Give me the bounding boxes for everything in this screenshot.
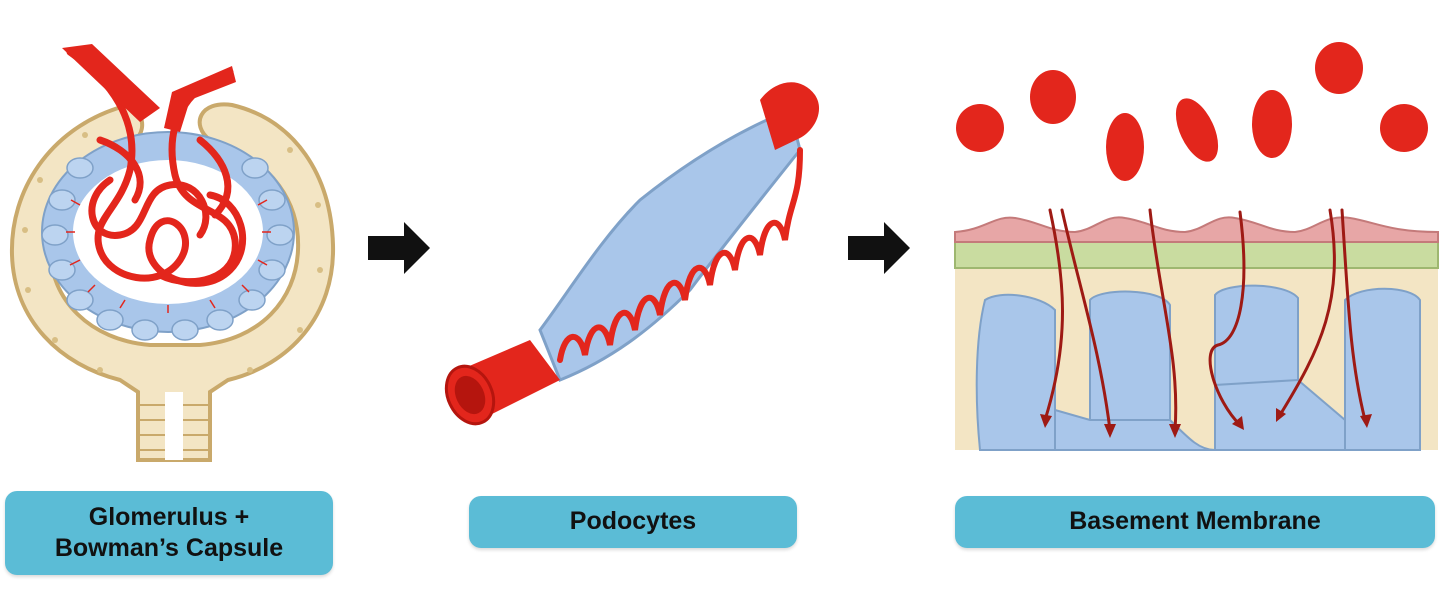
vessel-lumen (454, 375, 486, 415)
label-podocytes: Podocytes (469, 496, 797, 548)
vessel-end (760, 82, 820, 150)
basement-membrane-illustration (954, 42, 1439, 452)
label-line: Podocytes (569, 507, 697, 536)
red-blood-cell (1106, 113, 1144, 181)
label-line: Bowman’s Capsule (54, 534, 284, 562)
filtration-spikes (66, 199, 271, 313)
capsule-cells (22, 132, 323, 373)
podocyte-feet (975, 284, 1421, 452)
filtration-arrowheads (1040, 408, 1372, 438)
red-blood-cell (1252, 90, 1292, 158)
red-blood-cells (956, 42, 1428, 181)
right-arrow-icon (368, 222, 430, 274)
glomerulus-illustration (9, 44, 336, 462)
filtration-paths (1043, 208, 1367, 432)
tubule-lumen (165, 392, 183, 460)
label-basement-membrane: Basement Membrane (955, 496, 1435, 548)
red-blood-cell (1175, 98, 1219, 162)
efferent-arteriole (164, 66, 236, 132)
label-glomerulus-bowmans-capsule: Glomerulus + Bowman’s Capsule (5, 491, 333, 575)
red-blood-cell (1315, 42, 1363, 94)
afferent-arteriole (62, 44, 160, 122)
right-arrow-icon (848, 222, 910, 274)
red-blood-cell (1380, 104, 1428, 152)
label-line: Glomerulus + (88, 502, 250, 531)
label-line: Basement Membrane (1069, 507, 1321, 536)
capillary-coil (557, 147, 803, 363)
podocyte-illustration (444, 82, 820, 426)
basement-membrane-band (954, 241, 1439, 269)
red-blood-cell (956, 104, 1004, 152)
glomerular-capillaries (66, 48, 247, 287)
red-blood-cell (1030, 70, 1076, 124)
endothelium-layer (954, 216, 1439, 243)
podocyte-cells (41, 157, 294, 341)
